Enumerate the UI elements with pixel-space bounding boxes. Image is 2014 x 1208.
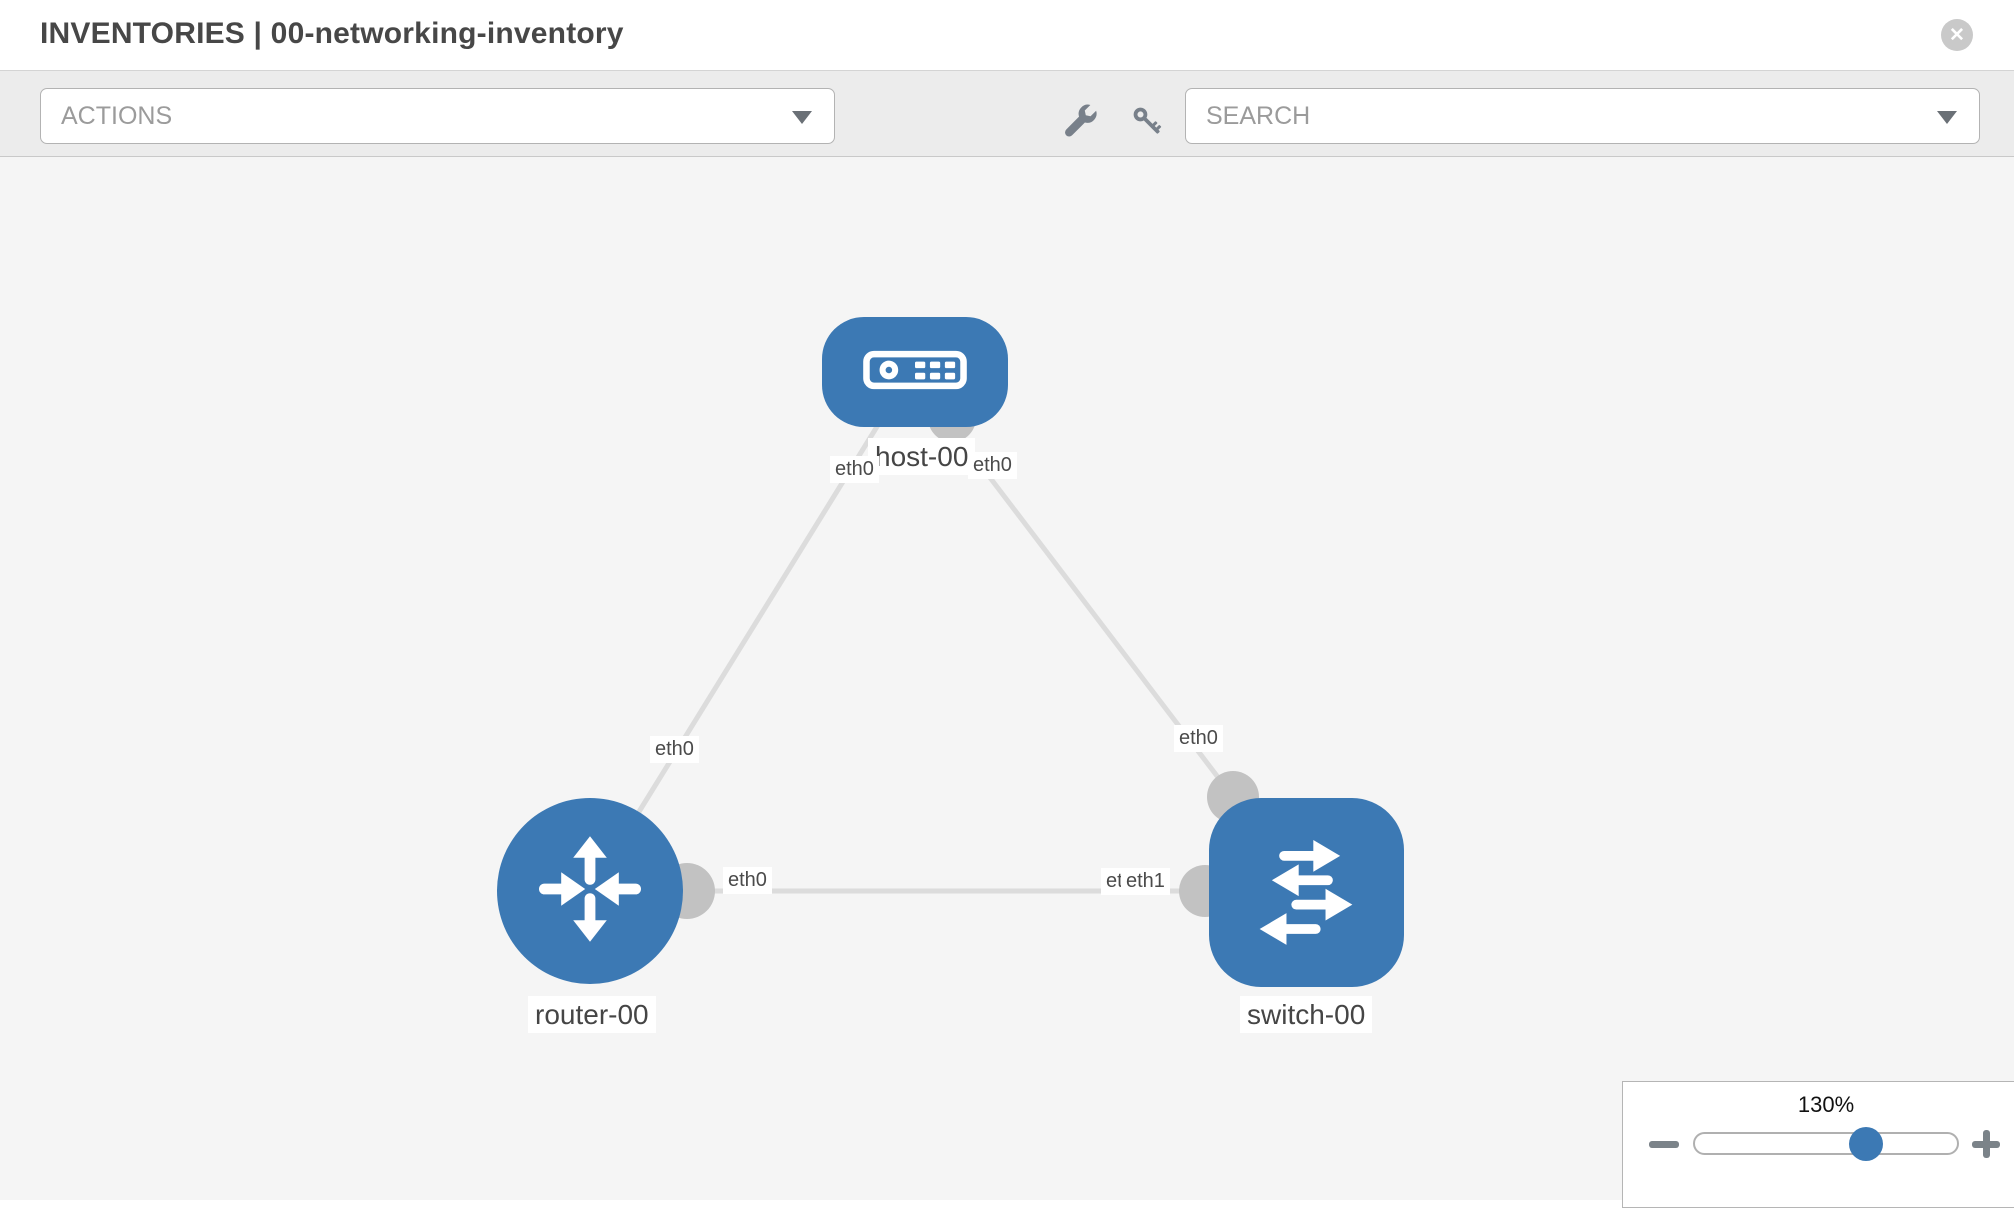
server-icon — [859, 341, 971, 404]
close-icon: ✕ — [1949, 24, 1965, 46]
router-arrows-icon — [530, 829, 650, 954]
topology-canvas[interactable] — [0, 157, 2014, 1200]
zoom-in-button[interactable] — [1972, 1130, 2000, 1158]
node-label-router-00: router-00 — [528, 996, 656, 1033]
interface-label: eth0 — [650, 736, 699, 763]
interface-label: eth0 — [968, 452, 1017, 479]
page-title: INVENTORIES | 00-networking-inventory — [40, 17, 624, 50]
node-host-00[interactable] — [822, 317, 1008, 427]
node-router-00[interactable] — [497, 798, 683, 984]
chevron-down-icon — [1937, 111, 1957, 124]
interface-label: eth0 — [830, 456, 879, 483]
search-input[interactable] — [1206, 101, 1906, 131]
configure-tool-button[interactable] — [1063, 103, 1101, 141]
search-dropdown[interactable] — [1185, 88, 1980, 144]
switch-arrows-icon — [1245, 829, 1367, 956]
zoom-panel: 130% — [1622, 1081, 2014, 1208]
interface-label: eth0 — [1174, 725, 1223, 752]
close-button[interactable]: ✕ — [1941, 19, 1973, 51]
wrench-icon — [1063, 104, 1101, 145]
zoom-level-value: 130% — [1797, 1092, 1855, 1117]
toolbar: ACTIONS — [0, 70, 2014, 157]
zoom-out-button[interactable] — [1649, 1141, 1679, 1148]
zoom-slider-track[interactable] — [1693, 1132, 1959, 1155]
credentials-tool-button[interactable] — [1129, 103, 1167, 141]
zoom-slider-thumb[interactable] — [1848, 1127, 1883, 1161]
key-icon — [1129, 107, 1167, 145]
interface-label: eth1 — [1121, 868, 1170, 895]
chevron-down-icon — [792, 111, 812, 124]
node-label-host-00: host-00 — [868, 438, 976, 475]
header-bar: INVENTORIES | 00-networking-inventory ✕ — [0, 0, 2014, 70]
node-label-switch-00: switch-00 — [1240, 996, 1373, 1033]
actions-dropdown[interactable]: ACTIONS — [40, 88, 835, 144]
actions-dropdown-label: ACTIONS — [61, 101, 173, 130]
node-switch-00[interactable] — [1208, 797, 1404, 987]
interface-label: eth0 — [723, 867, 772, 894]
